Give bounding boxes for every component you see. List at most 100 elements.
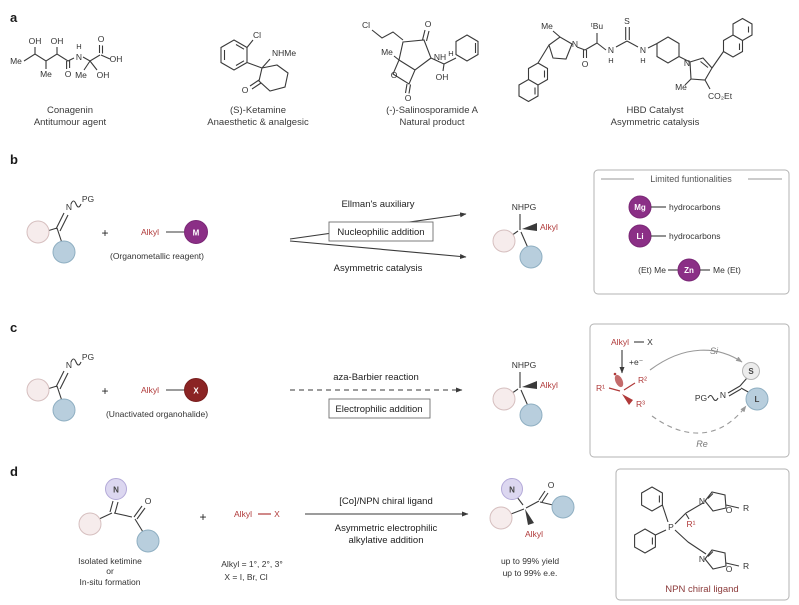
compound-description: Anaesthetic & analgesic bbox=[207, 117, 309, 128]
atom-label: H bbox=[76, 42, 81, 51]
x-note: X = I, Br, Cl bbox=[224, 572, 267, 582]
electrophilic-addition-label: Electrophilic addition bbox=[335, 404, 422, 415]
radical-electron-dot bbox=[613, 372, 617, 376]
wedge-bond bbox=[525, 509, 534, 525]
electron-label: +e⁻ bbox=[629, 357, 644, 367]
atom-label: Me bbox=[675, 82, 687, 92]
radical-bonds bbox=[608, 382, 636, 392]
atom-label: OH bbox=[110, 54, 123, 64]
atom-label: N bbox=[76, 52, 82, 62]
alkyl-label: Alkyl bbox=[611, 337, 629, 347]
bonds bbox=[43, 200, 82, 247]
product-d: N O Alkyl up to 99% yield up to 99% e.e. bbox=[489, 478, 575, 578]
yield-line-2: up to 99% e.e. bbox=[503, 568, 558, 578]
re-face-arrow bbox=[651, 405, 747, 434]
r1-label: R¹ bbox=[596, 383, 605, 393]
substituent-circle-blue bbox=[136, 529, 160, 553]
atom-label: H bbox=[640, 56, 645, 65]
metal-circle bbox=[184, 220, 208, 244]
compound-name: Conagenin bbox=[47, 105, 93, 116]
bonds bbox=[96, 500, 146, 533]
plus-sign-c: + bbox=[101, 384, 108, 398]
arrow-top-label: Ellman's auxiliary bbox=[341, 199, 414, 210]
compound-salinosporamide: Cl O NH Me O O OH H (-)-Salinosporamide … bbox=[362, 19, 479, 128]
reaction-arrows-b: Ellman's auxiliary Nucleophilic addition… bbox=[289, 199, 467, 274]
substituent-circle-blue bbox=[52, 398, 76, 422]
ox2-o-label: O bbox=[726, 564, 733, 574]
atom-label: N bbox=[684, 58, 690, 68]
atom-label: H bbox=[608, 56, 613, 65]
substrate-caption-1: Isolated ketimine bbox=[78, 556, 142, 566]
metal-label: M bbox=[193, 229, 200, 238]
atom-label: OH bbox=[97, 70, 110, 80]
bonds bbox=[634, 486, 740, 570]
li-label: Li bbox=[636, 232, 643, 241]
wedge-bond bbox=[522, 223, 537, 231]
alkyl-label: Alkyl bbox=[540, 222, 558, 232]
bonds bbox=[371, 29, 479, 94]
compound-hbd-catalyst: S N H N H ᵗBu O N Me N Me CO₂Et HBD Cata… bbox=[518, 16, 753, 128]
compound-name: HBD Catalyst bbox=[626, 105, 683, 116]
atom-label: OH bbox=[29, 36, 42, 46]
zn-right-text: Me (Et) bbox=[713, 265, 741, 275]
substituent-circle-pink bbox=[492, 387, 516, 411]
zn-left-text: (Et) Me bbox=[638, 265, 666, 275]
nitrogen-circle bbox=[105, 478, 127, 500]
nhpg-label: NHPG bbox=[512, 360, 537, 370]
nitrogen-circle bbox=[501, 478, 523, 500]
compound-conagenin: Me OH Me OH O N H O OH Me OH Conagenin A… bbox=[10, 34, 122, 128]
r2-label: R² bbox=[638, 375, 647, 385]
wedge-bond bbox=[522, 381, 537, 389]
nucleophilic-addition-box bbox=[328, 221, 434, 242]
npn-ligand-box: P R¹ N O R N O R NPN chiral ligand bbox=[615, 468, 790, 601]
atom-label: N bbox=[640, 45, 646, 55]
atom-label: Me bbox=[541, 21, 553, 31]
atom-label: Me bbox=[75, 70, 87, 80]
limited-functionalities-box: Limited funtionalities Mg hydrocarbons L… bbox=[593, 169, 790, 295]
si-label: Si bbox=[710, 346, 719, 356]
atom-label: CO₂Et bbox=[708, 91, 733, 101]
substituent-circle-pink bbox=[26, 220, 50, 244]
re-label: Re bbox=[696, 439, 708, 449]
ketimine-substrate-c: N PG bbox=[26, 352, 94, 422]
ox1-o-label: O bbox=[726, 505, 733, 515]
compound-description: Asymmetric catalysis bbox=[611, 117, 700, 128]
zn-label: Zn bbox=[684, 266, 694, 275]
compound-name: (S)-Ketamine bbox=[230, 105, 286, 116]
atom-label: ᵗBu bbox=[591, 21, 604, 31]
radical-mechanism-box: Alkyl X +e⁻ R¹ R² R³ Si Re PG N S L bbox=[589, 323, 790, 458]
substituent-circle-blue bbox=[551, 495, 575, 519]
halide-circle bbox=[184, 378, 208, 402]
atom-label: Me bbox=[381, 47, 393, 57]
mg-text: hydrocarbons bbox=[669, 202, 721, 212]
p-label: P bbox=[668, 522, 674, 532]
atom-label: OH bbox=[51, 36, 64, 46]
small-group-circle bbox=[742, 362, 760, 380]
atom-label: S bbox=[624, 16, 630, 26]
alkyl-note: Alkyl = 1°, 2°, 3° bbox=[221, 559, 282, 569]
nhpg-label: NHPG bbox=[512, 202, 537, 212]
atom-label: OH bbox=[436, 72, 449, 82]
arrow-bottom bbox=[289, 240, 467, 259]
yield-line-1: up to 99% yield bbox=[501, 556, 559, 566]
substrate-caption-2: or bbox=[106, 566, 114, 576]
imine-bonds bbox=[707, 377, 751, 402]
protecting-group: PG bbox=[82, 352, 94, 362]
compound-description: Antitumour agent bbox=[34, 117, 107, 128]
bonds bbox=[510, 490, 554, 515]
alkyl-label: Alkyl bbox=[525, 529, 543, 539]
r1-label: R¹ bbox=[687, 519, 696, 529]
atom-label: NH bbox=[434, 52, 446, 62]
atom-label: O bbox=[405, 93, 412, 103]
l-label: L bbox=[755, 395, 760, 404]
substituent-circle-pink bbox=[492, 229, 516, 253]
imine-nitrogen: N bbox=[66, 202, 72, 212]
arrow-bottom-label-2: alkylative addition bbox=[349, 535, 424, 546]
atom-label: O bbox=[242, 85, 249, 95]
compound-ketamine: Cl NHMe O (S)-Ketamine Anaesthetic & ana… bbox=[207, 30, 309, 128]
radical-wedge bbox=[622, 394, 633, 405]
atom-label: N bbox=[572, 39, 578, 49]
panel-c-label: c bbox=[10, 320, 17, 335]
substituent-circle-blue bbox=[519, 245, 543, 269]
